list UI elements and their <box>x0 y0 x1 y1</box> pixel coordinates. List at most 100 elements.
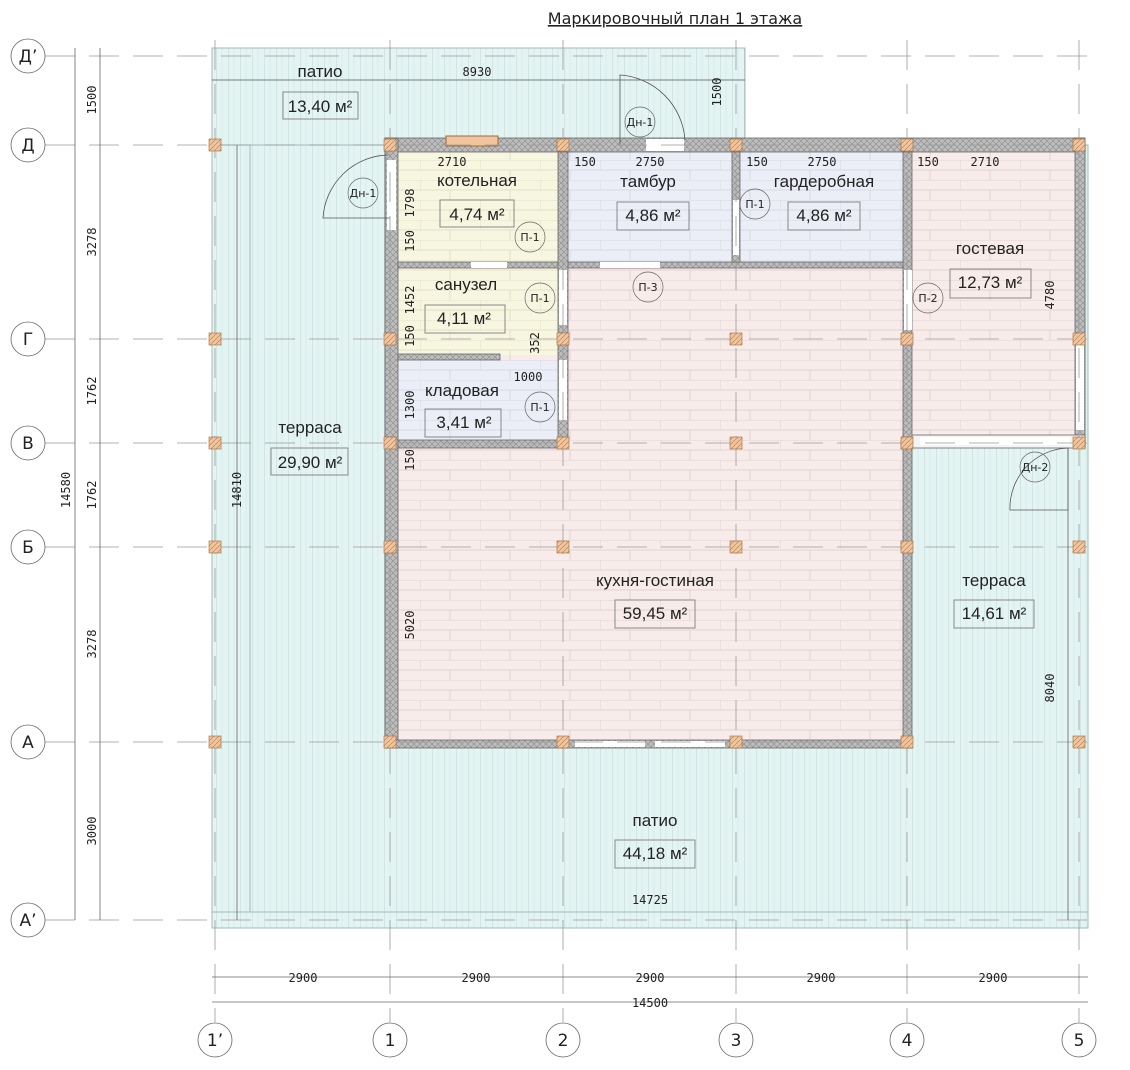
door-swing-icon <box>619 74 686 145</box>
dim-text: 3278 <box>85 228 99 257</box>
axis-circle <box>10 902 46 938</box>
door-tag: П-1 <box>745 198 764 211</box>
room-name: гардеробная <box>774 172 874 191</box>
room-name: терраса <box>962 571 1026 590</box>
dim-text: 2750 <box>808 155 837 169</box>
dim-text: 2900 <box>462 971 491 985</box>
room-area: 4,11 м² <box>437 309 491 328</box>
column-post <box>729 138 743 152</box>
dim-text: 14500 <box>632 996 668 1010</box>
axis-circle <box>545 1022 581 1058</box>
axis-label-row: Д’ <box>19 47 38 67</box>
axis-label-col: 3 <box>731 1031 742 1051</box>
room-area: 12,73 м² <box>958 273 1023 292</box>
dim-text: 150 <box>746 155 768 169</box>
dim-text: 150 <box>403 325 417 347</box>
column-post <box>383 332 397 346</box>
room-name: гостевая <box>956 239 1024 258</box>
axis-circle <box>10 127 46 163</box>
dim-text: 150 <box>403 230 417 252</box>
dim-text: 2710 <box>438 155 467 169</box>
plan-title: Маркировочный план 1 этажа <box>548 9 802 28</box>
room-name: котельная <box>437 171 517 190</box>
column-post <box>1072 735 1086 749</box>
axis-lines <box>45 40 1100 1022</box>
door-tag: Дн-2 <box>1022 461 1049 474</box>
axis-circle <box>1061 1022 1097 1058</box>
column-post <box>900 332 914 346</box>
column-post <box>556 138 570 152</box>
room-name: терраса <box>278 418 342 437</box>
column-post <box>729 436 743 450</box>
door-swing-icon <box>322 154 390 219</box>
door-tag: П-1 <box>520 231 539 244</box>
room-area: 59,45 м² <box>623 604 688 623</box>
column-post <box>556 332 570 346</box>
axis-circle <box>372 1022 408 1058</box>
column-post <box>208 138 222 152</box>
column-post <box>208 540 222 554</box>
axis-circle <box>10 529 46 565</box>
dim-text: 150 <box>917 155 939 169</box>
column-post <box>1072 436 1086 450</box>
dim-text: 150 <box>403 449 417 471</box>
dimension-texts: 8930 1500 2710 150 2750 150 2750 150 271… <box>59 65 1057 1010</box>
axis-label-col: 5 <box>1074 1031 1085 1051</box>
room-name: патио <box>297 62 342 81</box>
door-tag: П-1 <box>530 292 549 305</box>
room-name: патио <box>632 811 677 830</box>
axis-circle <box>889 1022 925 1058</box>
axis-circle <box>10 425 46 461</box>
column-post <box>1072 332 1086 346</box>
axis-circle <box>10 724 46 760</box>
dim-text: 150 <box>574 155 596 169</box>
floor-wardrobe <box>740 152 903 262</box>
column-post <box>383 735 397 749</box>
dim-text: 2750 <box>636 155 665 169</box>
column-post <box>1072 540 1086 554</box>
dim-text: 1000 <box>514 370 543 384</box>
room-name: тамбур <box>620 172 676 191</box>
floor-vestibule <box>568 152 732 262</box>
room-labels: патио 13,40 м² терраса 29,90 м² котельна… <box>270 62 1035 869</box>
dim-text: 2710 <box>971 155 1000 169</box>
room-area: 29,90 м² <box>278 453 343 472</box>
room-area: 14,61 м² <box>962 604 1027 623</box>
dim-text: 352 <box>528 332 542 354</box>
column-post <box>208 735 222 749</box>
column-post <box>383 138 397 152</box>
axis-label-col: 1 <box>385 1031 396 1051</box>
dim-text: 2900 <box>289 971 318 985</box>
room-name: кухня-гостиная <box>596 571 714 590</box>
door-tag: Дн-1 <box>350 187 377 200</box>
dimension-lines <box>74 48 1088 1003</box>
dim-text: 8040 <box>1043 674 1057 703</box>
axis-circle <box>10 321 46 357</box>
door-tags <box>347 106 1051 483</box>
axis-label-row: Д <box>21 136 34 156</box>
floor-boiler <box>398 152 558 262</box>
room-area: 44,18 м² <box>623 844 688 863</box>
column-post <box>900 540 914 554</box>
dim-text: 14810 <box>230 472 244 508</box>
door-tag: П-3 <box>638 281 657 294</box>
door-tag: П-2 <box>918 292 937 305</box>
room-area: 4,74 м² <box>449 205 504 224</box>
column-post <box>1072 138 1086 152</box>
dim-text: 5020 <box>403 611 417 640</box>
dim-text: 3000 <box>85 817 99 846</box>
door-tag: Дн-1 <box>627 116 654 129</box>
axis-label-row: Б <box>22 538 34 558</box>
column-post <box>556 540 570 554</box>
dim-text: 8930 <box>463 65 492 79</box>
column-post <box>900 138 914 152</box>
dim-text: 14725 <box>632 893 668 907</box>
dim-text: 1798 <box>403 189 417 218</box>
room-area: 4,86 м² <box>796 206 851 225</box>
axis-label-col: 2 <box>558 1031 569 1051</box>
axis-circle <box>718 1022 754 1058</box>
dim-text: 14580 <box>59 472 73 508</box>
floor-guest <box>912 152 1075 435</box>
